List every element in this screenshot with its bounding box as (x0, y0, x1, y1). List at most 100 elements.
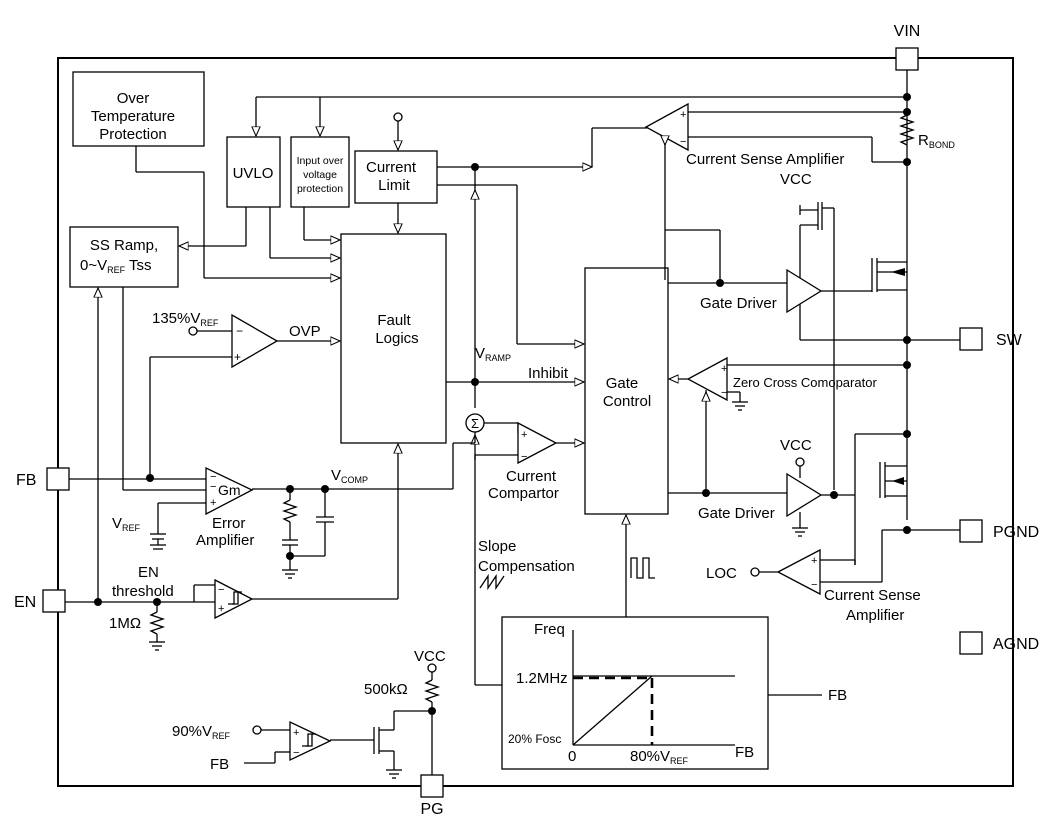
svg-text:FB: FB (735, 744, 754, 761)
svg-text:Temperature: Temperature (91, 108, 175, 125)
low-side-mosfet (854, 433, 907, 565)
gate-driver-top: Gate Driver (668, 268, 872, 314)
svg-text:500kΩ: 500kΩ (364, 681, 408, 698)
svg-text:1.2MHz: 1.2MHz (516, 670, 568, 687)
svg-text:Gate Driver: Gate Driver (698, 505, 775, 522)
clock-signal (626, 515, 655, 617)
node-dot (903, 158, 911, 166)
svg-text:+: + (234, 350, 241, 364)
svg-text:−: − (521, 451, 527, 463)
svg-text:SS Ramp,: SS Ramp, (90, 237, 158, 254)
pin-pgnd: PGND (959, 519, 1039, 543)
zero-cross-comparator: + − Zero Cross Comoparator (669, 356, 907, 493)
csa-bottom: + − LOC Current Sense Amplifier (706, 529, 921, 624)
block-gate-control: Gate Control (584, 267, 669, 515)
node-dot (471, 378, 479, 386)
pin-agnd-label: AGND (993, 636, 1039, 653)
pin-en: EN (14, 589, 66, 613)
pin-pgnd-label: PGND (993, 524, 1039, 541)
high-side-mosfet (871, 258, 907, 292)
svg-text:+: + (811, 555, 817, 567)
svg-text:UVLO: UVLO (233, 165, 274, 182)
svg-text:Input over: Input over (297, 155, 344, 167)
svg-text:Slope: Slope (478, 538, 516, 555)
node-dot (903, 93, 911, 101)
rbond-label: RBOND (918, 132, 955, 150)
svg-text:Freq: Freq (534, 621, 565, 638)
pin-sw: SW (959, 327, 1023, 351)
svg-text:−: − (218, 584, 224, 596)
svg-text:−: − (210, 471, 216, 483)
svg-text:Zero Cross Comoparator: Zero Cross Comoparator (733, 375, 877, 390)
svg-text:Gm: Gm (218, 482, 241, 498)
svg-text:−: − (210, 481, 216, 493)
gate-driver-bottom: VCC Gate Driver (668, 437, 855, 537)
svg-text:Current Sense Amplifier: Current Sense Amplifier (686, 151, 844, 168)
pg-comparator: + − 90%VREF FB (172, 720, 332, 773)
node-dot (903, 108, 911, 116)
block-input-ovp: Input over voltage protection (290, 136, 350, 208)
svg-text:VCOMP: VCOMP (331, 467, 368, 485)
svg-text:protection: protection (297, 183, 343, 195)
svg-text:135%VREF: 135%VREF (152, 310, 219, 328)
frequency-graph: Freq 1.2MHz 20% Fosc 0 80%VREF FB FB (501, 616, 847, 770)
pin-fb: FB (16, 467, 70, 491)
svg-text:voltage: voltage (303, 169, 337, 181)
pin-en-label: EN (14, 594, 36, 611)
node-dot (471, 163, 479, 171)
chip-outline (57, 57, 1014, 787)
node-dot (146, 474, 154, 482)
svg-text:Limit: Limit (378, 177, 411, 194)
svg-text:VRAMP: VRAMP (475, 345, 511, 363)
svg-text:VCC: VCC (414, 648, 446, 665)
svg-text:Control: Control (603, 393, 651, 410)
svg-text:−: − (236, 324, 243, 338)
block-over-temperature: Over Temperature Protection (72, 71, 205, 147)
slope-compensation: Slope Compensation (475, 538, 575, 686)
svg-text:Amplifier: Amplifier (846, 607, 904, 624)
svg-text:FB: FB (828, 687, 847, 704)
node-dot (94, 598, 102, 606)
fault-outputs: VRAMP Inhibit (446, 167, 584, 408)
svg-text:1MΩ: 1MΩ (109, 615, 141, 632)
fb-wiring (69, 287, 206, 491)
top-wiring (256, 70, 916, 520)
svg-text:20% Fosc: 20% Fosc (508, 732, 561, 746)
svg-text:90%VREF: 90%VREF (172, 723, 231, 741)
node-dot (702, 489, 710, 497)
svg-text:−: − (293, 747, 299, 759)
svg-text:+: + (721, 363, 727, 375)
pin-pg: PG (420, 774, 444, 818)
svg-text:+: + (680, 109, 686, 121)
csa-top: + − Current Sense Amplifier (644, 102, 844, 280)
pin-vin-label: VIN (894, 23, 921, 40)
svg-text:0: 0 (568, 748, 576, 765)
pin-sw-label: SW (996, 332, 1023, 349)
block-uvlo: UVLO (226, 136, 281, 208)
pg-circuit: VCC 500kΩ (330, 648, 446, 779)
en-wiring: 1MΩ EN threshold (65, 288, 215, 651)
error-amplifier: − − + Gm VREF Error Amplifier (112, 466, 254, 550)
svg-text:Gate Driver: Gate Driver (700, 295, 777, 312)
svg-text:80%VREF: 80%VREF (630, 748, 689, 766)
node-dot (321, 485, 329, 493)
svg-text:Current Sense: Current Sense (824, 587, 921, 604)
svg-text:Logics: Logics (375, 330, 418, 347)
block-ss-ramp: SS Ramp, 0~VREF Tss (69, 226, 179, 288)
node-dot (286, 552, 294, 560)
comp-network: VCOMP (252, 432, 476, 579)
svg-text:EN: EN (138, 564, 159, 581)
pin-fb-label: FB (16, 472, 36, 489)
node-dot (830, 491, 838, 499)
svg-text:−: − (721, 387, 727, 399)
svg-text:FB: FB (210, 756, 229, 773)
ovp-comparator: − + 135%VREF OVP (149, 310, 340, 478)
svg-text:+: + (521, 429, 527, 441)
svg-text:Current: Current (506, 468, 557, 485)
svg-text:Σ: Σ (471, 416, 479, 431)
node-dot (286, 485, 294, 493)
block-current-limit: Current Limit (354, 150, 438, 204)
svg-text:Compensation: Compensation (478, 558, 575, 575)
svg-text:+: + (293, 727, 299, 739)
